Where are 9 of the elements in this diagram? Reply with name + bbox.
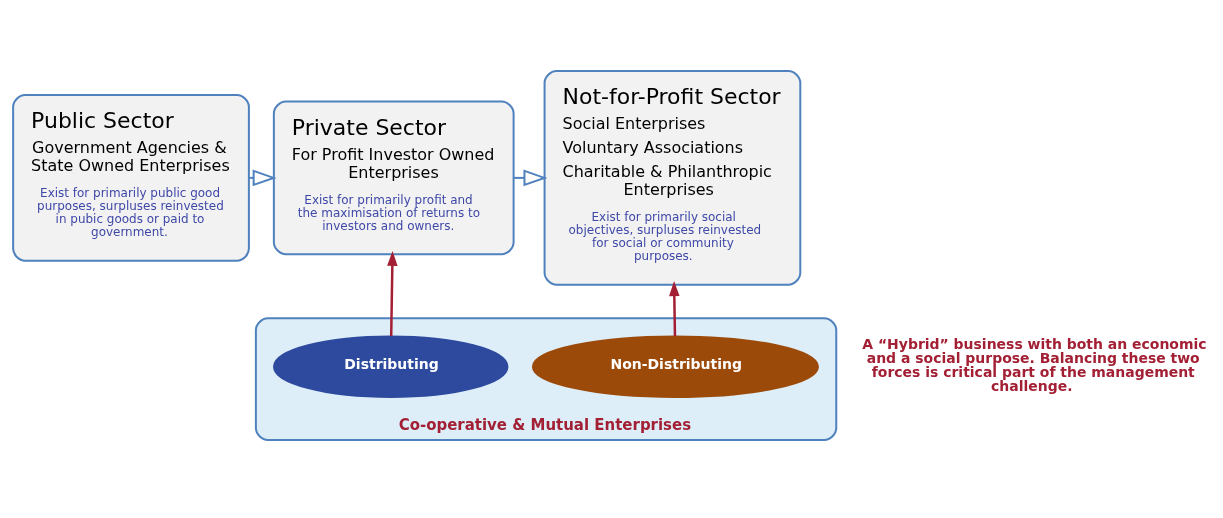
label: A “Hybrid” business with both an economic and a social purpose. Balancing these two forces is critical part of the management challenge. xyxy=(862,335,1207,394)
arrow xyxy=(387,250,398,336)
arrow xyxy=(248,169,277,186)
node-box: Private Sector For Profit Investor Owned Enterprises Exist for primarily profit and the maximisation of returns to investors and owners. xyxy=(272,99,515,255)
node-box: Not-for-Profit Sector Social Enterprises Voluntary Associations Charitable & Philanthropic Enterprises Exist for primarily social objectives, surpluses reinvested for social or community purposes. xyxy=(543,69,802,286)
arrow xyxy=(669,280,680,336)
node-ellipse: Non-Distributing xyxy=(531,334,819,398)
node-ellipse: Distributing xyxy=(273,334,509,398)
node-box: Public Sector Government Agencies & State Owned Enterprises Exist for primarily public good purposes, surpluses reinvested in pubic goods or paid to government. xyxy=(12,93,250,262)
